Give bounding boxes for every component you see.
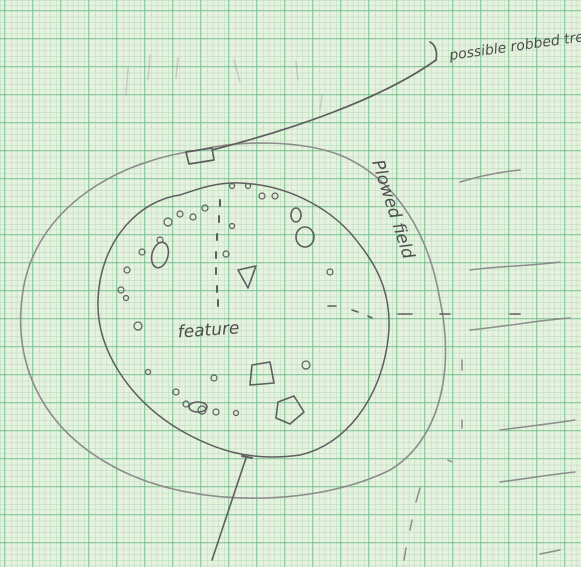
major-grid xyxy=(0,0,581,567)
graph-paper-sketch: possible robbed tree feature Plowed fiel… xyxy=(0,0,581,567)
